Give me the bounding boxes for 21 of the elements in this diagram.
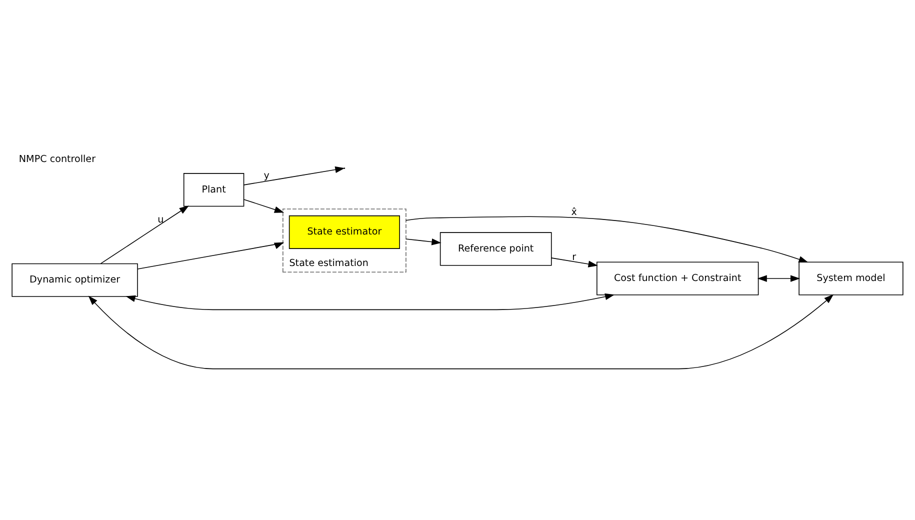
arrow [100, 206, 189, 264]
arrow [244, 199, 284, 213]
arrow [137, 242, 284, 270]
diagram-title: NMPC controller [18, 154, 96, 166]
edge-label: r [572, 252, 576, 263]
edge-label: x̂ [571, 207, 577, 218]
arrow [406, 216, 808, 263]
node-box: Reference point [440, 232, 552, 266]
node-box: Cost function + Constraint [596, 262, 759, 296]
node-box: Dynamic optimizer [12, 263, 138, 297]
node-box: System model [798, 262, 904, 296]
node-box: Plant [183, 173, 244, 207]
arrow [551, 258, 598, 268]
node-box: State estimator [288, 215, 400, 249]
arrow [406, 238, 442, 246]
arrow [126, 293, 615, 310]
edge-label: u [158, 214, 164, 226]
arrow [88, 294, 834, 370]
edge-label: y [264, 170, 270, 182]
arrow [244, 166, 345, 186]
arrow [757, 275, 800, 282]
